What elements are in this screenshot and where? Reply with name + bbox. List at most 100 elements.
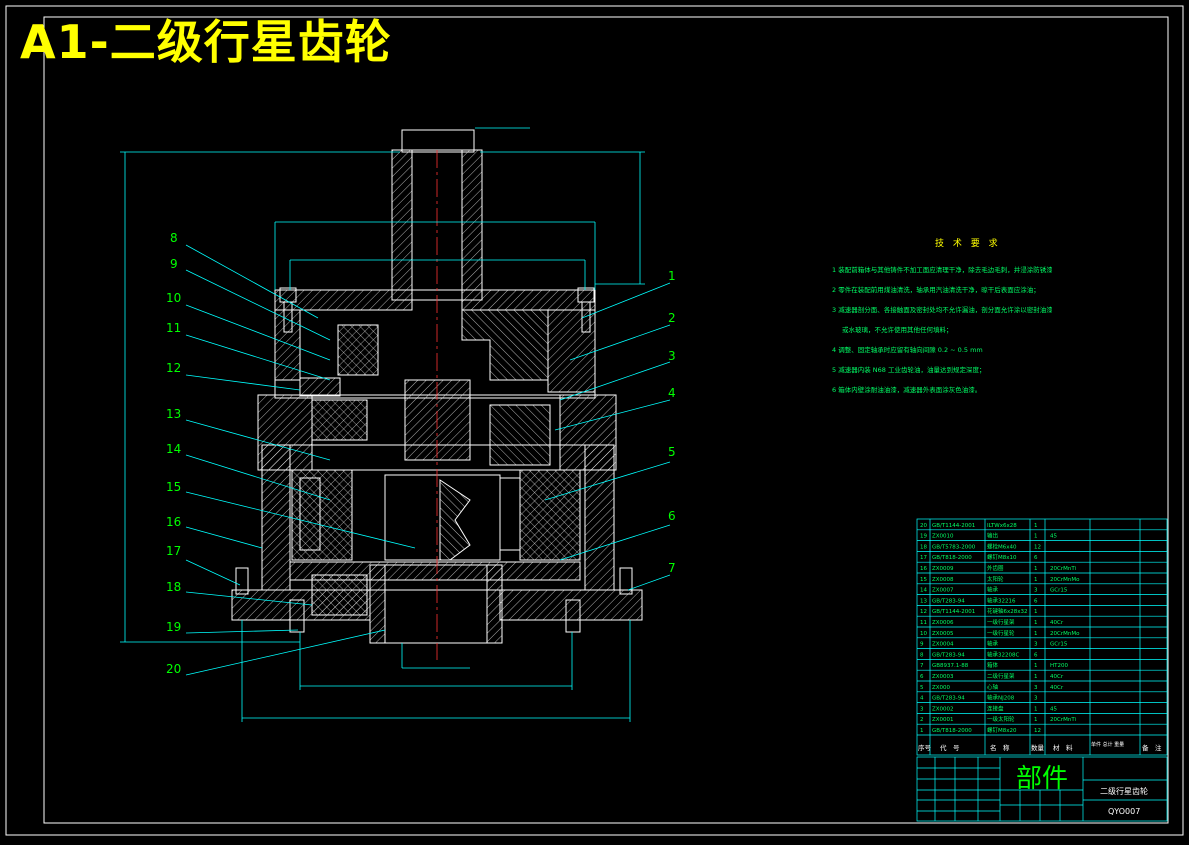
bom-cell-mat: GCr15 (1050, 642, 1068, 648)
planet-gear-2-right (519, 469, 581, 561)
bom-cell-qty: 1 (1034, 706, 1038, 712)
title-block (916, 756, 1168, 822)
bom-cell-code: ZX0002 (932, 706, 954, 712)
bom-cell-code: ZX0003 (932, 674, 954, 680)
bom-cell-code: ZX0006 (932, 620, 954, 626)
bom-cell-qty: 12 (1034, 728, 1041, 734)
tech-item-2: 2 零件在装配前用煤油清洗，轴承用汽油清洗干净，晾干后表面应涂油； (832, 286, 1040, 294)
bom-cell-no: 12 (920, 609, 927, 615)
bom-cell-no: 18 (920, 544, 927, 550)
tech-item-3b: 或水玻璃，不允许使用其他任何填料； (842, 326, 953, 334)
balloon-10: 10 (166, 291, 181, 305)
bom-cell-no: 9 (920, 642, 924, 648)
bolt-17 (235, 567, 249, 595)
top-housing-right-wall (547, 309, 596, 393)
bom-cell-no: 1 (920, 728, 924, 734)
first-carrier-plate (461, 309, 549, 381)
balloon-7: 7 (668, 561, 676, 575)
bom-cell-name: 轴承 (987, 586, 999, 594)
bom-cell-no: 8 (920, 652, 924, 658)
bom-cell-no: 11 (920, 620, 927, 626)
balloon-1: 1 (668, 269, 676, 283)
bom-cell-mat: 40Cr (1050, 685, 1064, 691)
bom-cell-code: GB/T818-2000 (932, 555, 972, 561)
bom-cell-qty: 1 (1034, 534, 1038, 540)
sun-spline-break (439, 479, 471, 561)
bom-cell-name: 轴承32216 (987, 596, 1016, 604)
technical-requirements-list: 1 装配前箱体与其他铸件不加工面应清理干净，除去毛边毛刺，并浸涂防锈漆； 2 零… (832, 260, 1052, 400)
bolt-7 (619, 567, 633, 595)
technical-requirements-heading: 技 术 要 求 (935, 239, 1001, 249)
bom-cell-mat: 45 (1050, 706, 1057, 712)
bom-header-material: 材 料 (1053, 743, 1073, 752)
bom-cell-name: 箱体 (987, 661, 999, 669)
output-shaft-right-wall (486, 564, 503, 644)
tech-item-1: 1 装配前箱体与其他铸件不加工面应清理干净，除去毛边毛刺，并浸涂防锈漆； (832, 266, 1052, 274)
ring-gear-left (261, 444, 291, 591)
bom-cell-name: 花键轴6x28x32 (987, 607, 1028, 615)
bom-cell-qty: 12 (1034, 544, 1041, 550)
bom-cell-qty: 6 (1034, 598, 1038, 604)
bom-cell-name: 螺钉M8x20 (987, 726, 1017, 734)
bom-cell-no: 7 (920, 663, 924, 669)
bom-header-weight: 单件 总计 重量 (1091, 741, 1124, 748)
bom-cell-code: ZX0007 (932, 588, 954, 594)
bearing-8 (337, 324, 379, 376)
balloon-12: 12 (166, 361, 181, 375)
balloon-20: 20 (166, 662, 181, 676)
bom-table (916, 518, 1168, 756)
bom-cell-name: 一级行星架 (987, 618, 1015, 626)
bom-cell-mat: 20CrMnTi (1050, 717, 1077, 723)
balloon-labels: 8 9 10 11 12 13 14 15 16 17 18 19 20 1 2… (166, 231, 676, 676)
planet-gear-2-left (291, 469, 353, 561)
bom-cell-name: 轴承 (987, 640, 999, 648)
bom-cell-name: 螺钉M8x10 (987, 553, 1017, 561)
bom-header-remark: 备 注 (1142, 743, 1162, 752)
bom-cell-code: ZX0005 (932, 631, 954, 637)
bom-cell-qty: 1 (1034, 717, 1038, 723)
bom-cell-no: 14 (920, 588, 927, 594)
balloon-16: 16 (166, 515, 181, 529)
bom-cell-qty: 6 (1034, 652, 1038, 658)
input-shaft-right (461, 149, 483, 301)
bom-header-name: 名 称 (990, 743, 1010, 752)
bom-cell-mat: 40Cr (1050, 620, 1064, 626)
tech-item-5: 5 减速器内装 N68 工业齿轮油，油量达到规定深度； (832, 366, 986, 374)
bom-cell-qty: 1 (1034, 566, 1038, 572)
bom-header: 序号 代 号 名 称 数量 材 料 单件 总计 重量 备 注 (918, 741, 1162, 752)
balloon-2: 2 (668, 311, 676, 325)
bom-cell-name: 连接盘 (987, 704, 1004, 712)
balloon-8: 8 (170, 231, 178, 245)
input-shaft-cap (401, 129, 475, 153)
bom-cell-qty: 1 (1034, 609, 1038, 615)
bom-cell-name: 太阳轮 (987, 575, 1004, 583)
tech-item-4: 4 调整、固定轴承时应留有轴向间隙 0.2 ~ 0.5 mm (832, 346, 983, 354)
outer-frame (5, 5, 1184, 836)
bom-cell-name: ILTWx6x28 (987, 523, 1017, 529)
balloon-9: 9 (170, 257, 178, 271)
drawing-name: 二级行星齿轮 (1100, 786, 1148, 796)
bom-header-no: 序号 (918, 743, 932, 752)
bom-cell-no: 2 (920, 717, 924, 723)
bom-cell-name: 二级行星架 (987, 672, 1015, 680)
bom-cell-qty: 3 (1034, 642, 1038, 648)
bom-cell-no: 15 (920, 577, 927, 583)
inner-frame (43, 16, 1169, 824)
bom-cell-mat: 20CrMnTi (1050, 566, 1077, 572)
bom-cell-code: ZX0008 (932, 577, 954, 583)
bom-cell-qty: 3 (1034, 588, 1038, 594)
balloon-14: 14 (166, 442, 181, 456)
balloon-4: 4 (668, 386, 676, 400)
tech-item-3: 3 减速器剖分面、各接触面及密封处均不允许漏油，剖分面允许涂以密封油漆 (832, 306, 1052, 314)
bom-cell-mat: 40Cr (1050, 674, 1064, 680)
bolt-shank-top-left (283, 301, 293, 333)
bom-cell-name: 一级太阳轮 (987, 715, 1015, 723)
bom-cell-qty: 6 (1034, 555, 1038, 561)
bom-cell-code: GB8937.1-88 (932, 663, 969, 669)
sun-shaft (404, 379, 471, 461)
bom-cell-mat: 20CrMnMo (1050, 631, 1080, 637)
bom-cell-name: 轴承NJ208 (987, 694, 1015, 702)
balloon-11: 11 (166, 321, 181, 335)
bom-cell-qty: 1 (1034, 663, 1038, 669)
